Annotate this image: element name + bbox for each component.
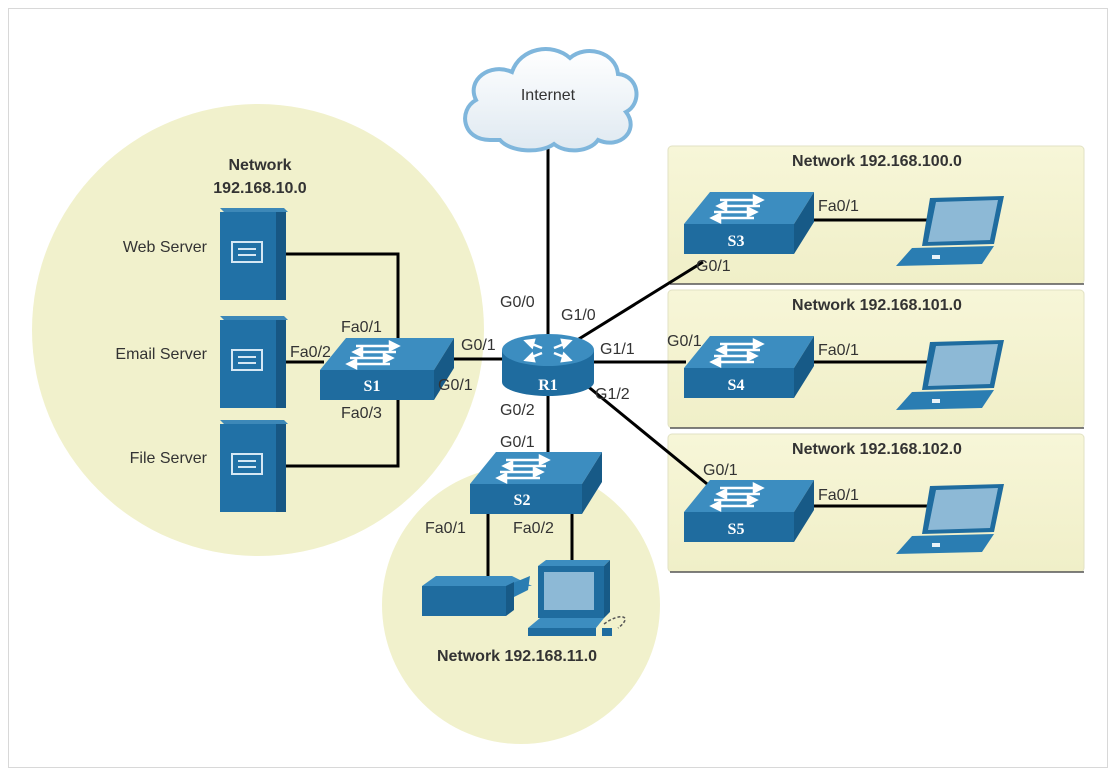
s2-label: S2 <box>514 492 531 509</box>
lan10-title-line1: Network <box>228 157 291 174</box>
port-s3-fa01: Fa0/1 <box>818 198 859 215</box>
switch-s2-icon: S2 <box>470 452 602 514</box>
internet-label: Internet <box>521 87 576 104</box>
link-r1-s5 <box>579 378 713 490</box>
port-labels: Fa0/1 Fa0/2 Fa0/3 G0/1 G0/0 G0/1 G1/0 G1… <box>290 198 859 537</box>
port-r1-g12: G1/2 <box>595 386 630 403</box>
network-area-lan11 <box>382 466 660 744</box>
internet-cloud-icon: Internet <box>463 47 639 153</box>
s3-label: S3 <box>728 233 745 250</box>
s5-label: S5 <box>728 521 745 538</box>
laptop-icon-lan102 <box>896 484 1004 554</box>
desktop-pc-icon <box>528 560 626 636</box>
email-server-icon <box>220 316 288 408</box>
s1-label: S1 <box>364 378 381 395</box>
port-r1-g02: G0/2 <box>500 402 535 419</box>
link-r1-s3 <box>573 260 704 344</box>
port-s2-fa02: Fa0/2 <box>513 520 554 537</box>
lan102-title: Network 192.168.102.0 <box>792 441 962 458</box>
links <box>284 142 928 578</box>
switch-s1-icon: S1 <box>320 338 454 400</box>
port-s5-g01: G0/1 <box>703 462 738 479</box>
port-s1-fa02: Fa0/2 <box>290 344 331 361</box>
email-server-label: Email Server <box>115 346 207 363</box>
file-server-label: File Server <box>130 450 208 467</box>
port-r1-g01: G0/1 <box>461 337 496 354</box>
laptop-icon-lan100 <box>896 196 1004 266</box>
switch-s3-icon: S3 <box>684 192 814 254</box>
port-s1-fa01: Fa0/1 <box>341 319 382 336</box>
link-s1-web-server <box>284 252 400 340</box>
port-s2-fa01: Fa0/1 <box>425 520 466 537</box>
port-s4-g01: G0/1 <box>667 333 702 350</box>
switch-s4-icon: S4 <box>684 336 814 398</box>
port-r1-g11: G1/1 <box>600 341 635 358</box>
port-s5-fa01: Fa0/1 <box>818 487 859 504</box>
link-s1-file-server <box>284 398 400 468</box>
port-s1-g01: G0/1 <box>438 377 473 394</box>
port-r1-g00: G0/0 <box>500 294 535 311</box>
port-s1-fa03: Fa0/3 <box>341 405 382 422</box>
switch-s5-icon: S5 <box>684 480 814 542</box>
laptop-icon-lan101 <box>896 340 1004 410</box>
lan10-title-line2: 192.168.10.0 <box>213 180 307 197</box>
printer-icon <box>422 576 532 616</box>
port-s3-g01: G0/1 <box>696 258 731 275</box>
r1-label: R1 <box>538 377 558 394</box>
port-r1-g10: G1/0 <box>561 307 596 324</box>
lan101-title: Network 192.168.101.0 <box>792 297 962 314</box>
router-r1-icon: R1 <box>502 334 594 396</box>
port-s2-g01: G0/1 <box>500 434 535 451</box>
file-server-icon <box>220 420 288 512</box>
web-server-label: Web Server <box>123 239 208 256</box>
web-server-icon <box>220 208 288 300</box>
port-s4-fa01: Fa0/1 <box>818 342 859 359</box>
lan11-title: Network 192.168.11.0 <box>437 648 597 665</box>
lan100-title: Network 192.168.100.0 <box>792 153 962 170</box>
s4-label: S4 <box>728 377 745 394</box>
